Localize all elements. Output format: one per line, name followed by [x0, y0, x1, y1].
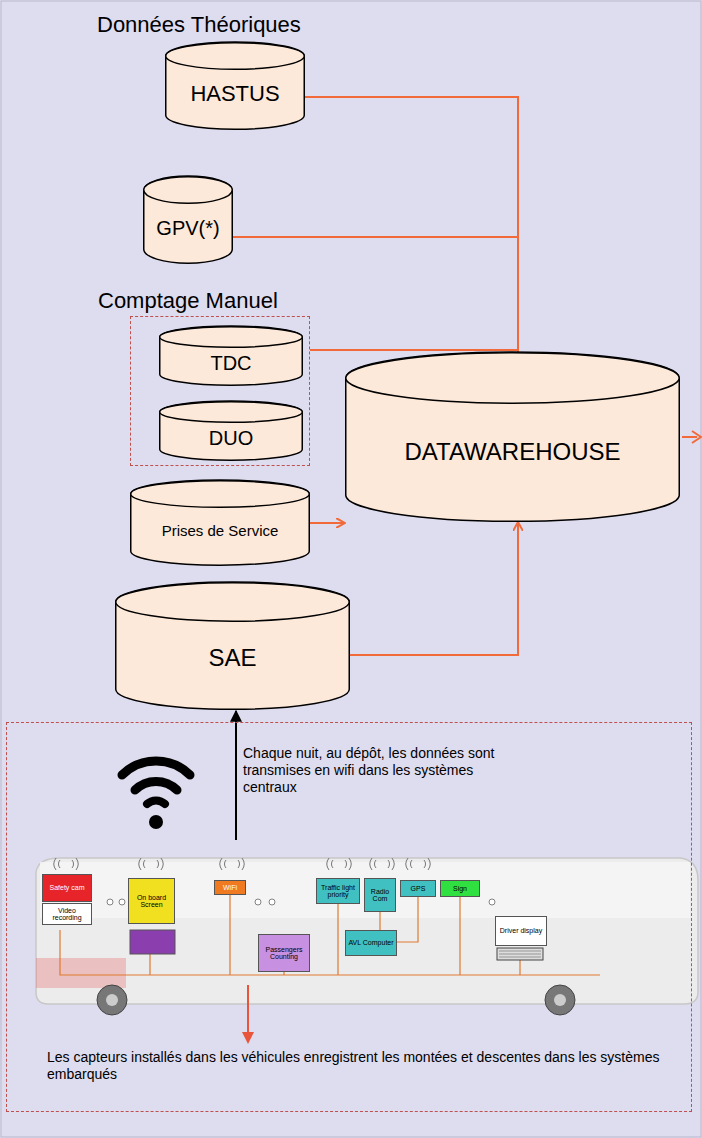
database-label: GPV(*)	[156, 216, 219, 240]
flow-arrow	[235, 711, 237, 840]
datawarehouse-cylinder: DATAWAREHOUSE	[345, 352, 680, 522]
text-area: DATAWAREHOUSE	[345, 394, 680, 512]
vehicle-region: Chaque nuit, au dépôt, les données sont …	[6, 722, 692, 1112]
device-box: Video recording	[42, 903, 92, 925]
group-box: Comptage ManuelTDCDUO	[130, 316, 310, 466]
group-heading: Comptage Manuel	[98, 288, 278, 314]
device-box: Traffic light priority	[316, 878, 360, 904]
database-label: DUO	[209, 426, 253, 450]
database-cylinder: TDC	[159, 326, 303, 386]
database-label: SAE	[208, 644, 256, 673]
device-box: Radio Com	[364, 878, 396, 912]
database-cylinder: GPV(*)	[143, 176, 233, 264]
device-box: WiFi	[214, 880, 246, 895]
note-text: Chaque nuit, au dépôt, les données sont …	[243, 745, 513, 795]
device-box: Safety cam	[42, 874, 92, 902]
device-box: Passengers Counting	[258, 934, 310, 972]
database-label: Prises de Service	[162, 522, 279, 540]
device-box: Driver display	[495, 916, 547, 946]
text-area: TDC	[159, 344, 303, 382]
text-area: SAE	[115, 614, 350, 702]
database-label: HASTUS	[190, 81, 279, 107]
database-label: TDC	[210, 351, 251, 375]
flow-arrow	[310, 522, 345, 524]
device-box: GPS	[400, 880, 436, 897]
text-area: GPV(*)	[143, 198, 233, 258]
text-area: HASTUS	[165, 64, 305, 124]
cylinder-outline	[345, 352, 680, 522]
note-text: Les capteurs installés dans les véhicule…	[47, 1049, 662, 1083]
database-cylinder: Données ThéoriquesHASTUS	[165, 42, 305, 130]
device-box: Sign	[440, 880, 480, 897]
text-area: Prises de Service	[130, 502, 310, 560]
text-area: DUO	[159, 419, 303, 457]
group-heading: Données Théoriques	[97, 12, 301, 38]
database-label: DATAWAREHOUSE	[404, 438, 620, 467]
bus-body	[36, 858, 698, 1015]
device-box: AVL Computer	[345, 930, 397, 956]
database-cylinder: DUO	[159, 401, 303, 461]
flow-arrow	[350, 522, 518, 655]
database-cylinder: SAE	[115, 582, 350, 710]
wifi-icon	[122, 761, 190, 829]
device-box: On board Screen	[128, 878, 175, 924]
database-cylinder: Prises de Service	[130, 480, 310, 566]
